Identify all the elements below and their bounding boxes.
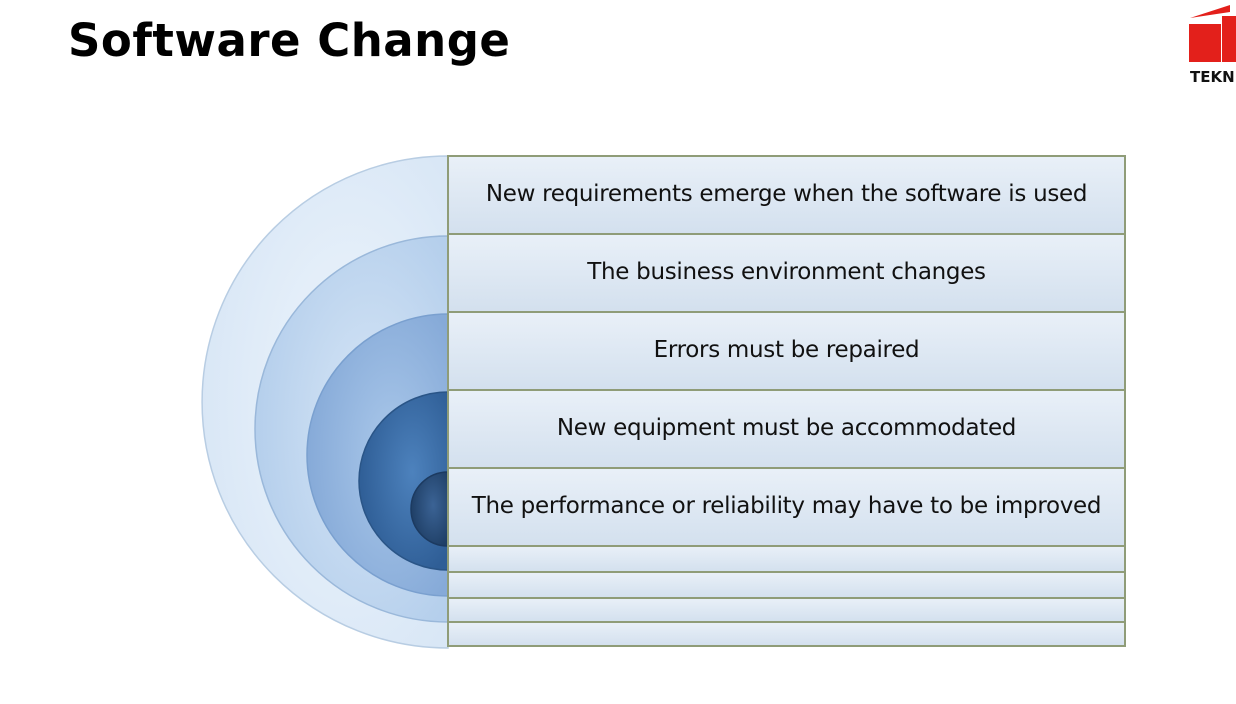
slide-title: Software Change (68, 14, 511, 67)
row-label-1: New requirements emerge when the softwar… (485, 181, 1088, 207)
row-label-5: The performance or reliability may have … (471, 493, 1102, 519)
row-strip-4 (447, 621, 1126, 647)
row-strip-1 (447, 545, 1126, 573)
logo-mark-icon (1189, 5, 1236, 62)
row-label-4: New equipment must be accommodated (556, 415, 1017, 441)
row-label-3: Errors must be repaired (653, 337, 920, 363)
row-strip-2 (447, 571, 1126, 599)
row-label-2: The business environment changes (587, 259, 986, 285)
row-box-1 (447, 155, 1126, 235)
row-box-5 (447, 467, 1126, 547)
row-box-2 (447, 233, 1126, 313)
logo-text: TEKNI (1190, 68, 1236, 86)
row-strip-3 (447, 597, 1126, 623)
arc-ring-5 (410, 471, 449, 547)
logo: TEKNI (1184, 0, 1236, 92)
